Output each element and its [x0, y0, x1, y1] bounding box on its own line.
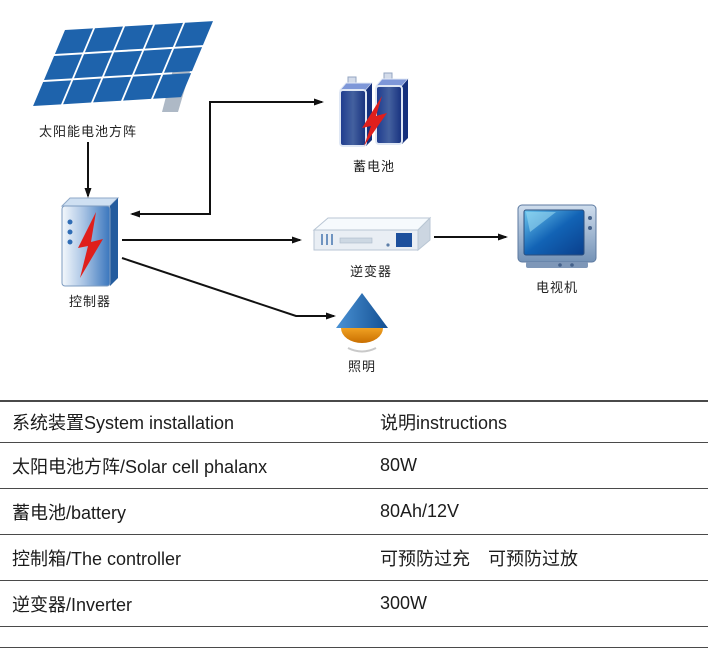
table-row: 控制箱/The controller 可预防过充 可预防过放 — [0, 535, 708, 581]
table-row: 逆变器/Inverter 300W — [0, 581, 708, 627]
lightning-bolt-icon — [78, 212, 103, 278]
device-cell: 蓄电池/battery — [12, 502, 127, 523]
lamp-icon — [336, 293, 388, 353]
spec-cell: 300W — [380, 593, 428, 613]
table-row: 蓄电池/battery 80Ah/12V — [0, 489, 708, 535]
lamp-shade — [336, 293, 388, 328]
spec-cell: 可预防过充 可预防过放 — [380, 548, 578, 569]
lightning-bolt-icon — [362, 96, 387, 146]
device-cell: 控制箱/The controller — [12, 548, 182, 569]
table-header-row: 系统装置System installation 说明instructions — [0, 402, 708, 443]
header-device-column: 系统装置System installation — [12, 413, 235, 433]
inverter-icon — [312, 216, 432, 252]
solar-system-diagram: 太阳能电池方阵 蓄电池 控制器 逆变器 电视机 照明 — [33, 21, 597, 374]
diagram-canvas — [33, 21, 597, 353]
solar-array-label: 太阳能电池方阵 — [38, 124, 138, 139]
spec-cell: 80W — [380, 455, 418, 475]
spec-cell: 80Ah/12V — [380, 501, 460, 521]
battery-label: 蓄电池 — [352, 159, 396, 174]
battery-icon — [338, 72, 410, 147]
tv-icon — [517, 204, 597, 268]
inverter-label: 逆变器 — [349, 264, 393, 279]
controller-icon — [60, 197, 120, 287]
tv-label: 电视机 — [535, 280, 579, 295]
controller-label: 控制器 — [68, 294, 112, 309]
arrow-controller-to-lamp — [121, 257, 336, 320]
arrow-controller-battery — [130, 98, 324, 218]
lamp-bulb-glow — [341, 328, 383, 343]
table-row: 太阳电池方阵/Solar cell phalanx 80W — [0, 443, 708, 489]
spec-table: 系统装置System installation 说明instructions 太… — [0, 400, 708, 648]
device-cell: 逆变器/Inverter — [12, 594, 133, 615]
table-footer-strip — [0, 627, 708, 648]
connection-arrows — [84, 98, 508, 320]
solar-panel-icon — [33, 21, 213, 112]
lamp-label: 照明 — [347, 359, 377, 374]
device-cell: 太阳电池方阵/Solar cell phalanx — [12, 456, 268, 477]
header-spec-column: 说明instructions — [380, 413, 508, 433]
